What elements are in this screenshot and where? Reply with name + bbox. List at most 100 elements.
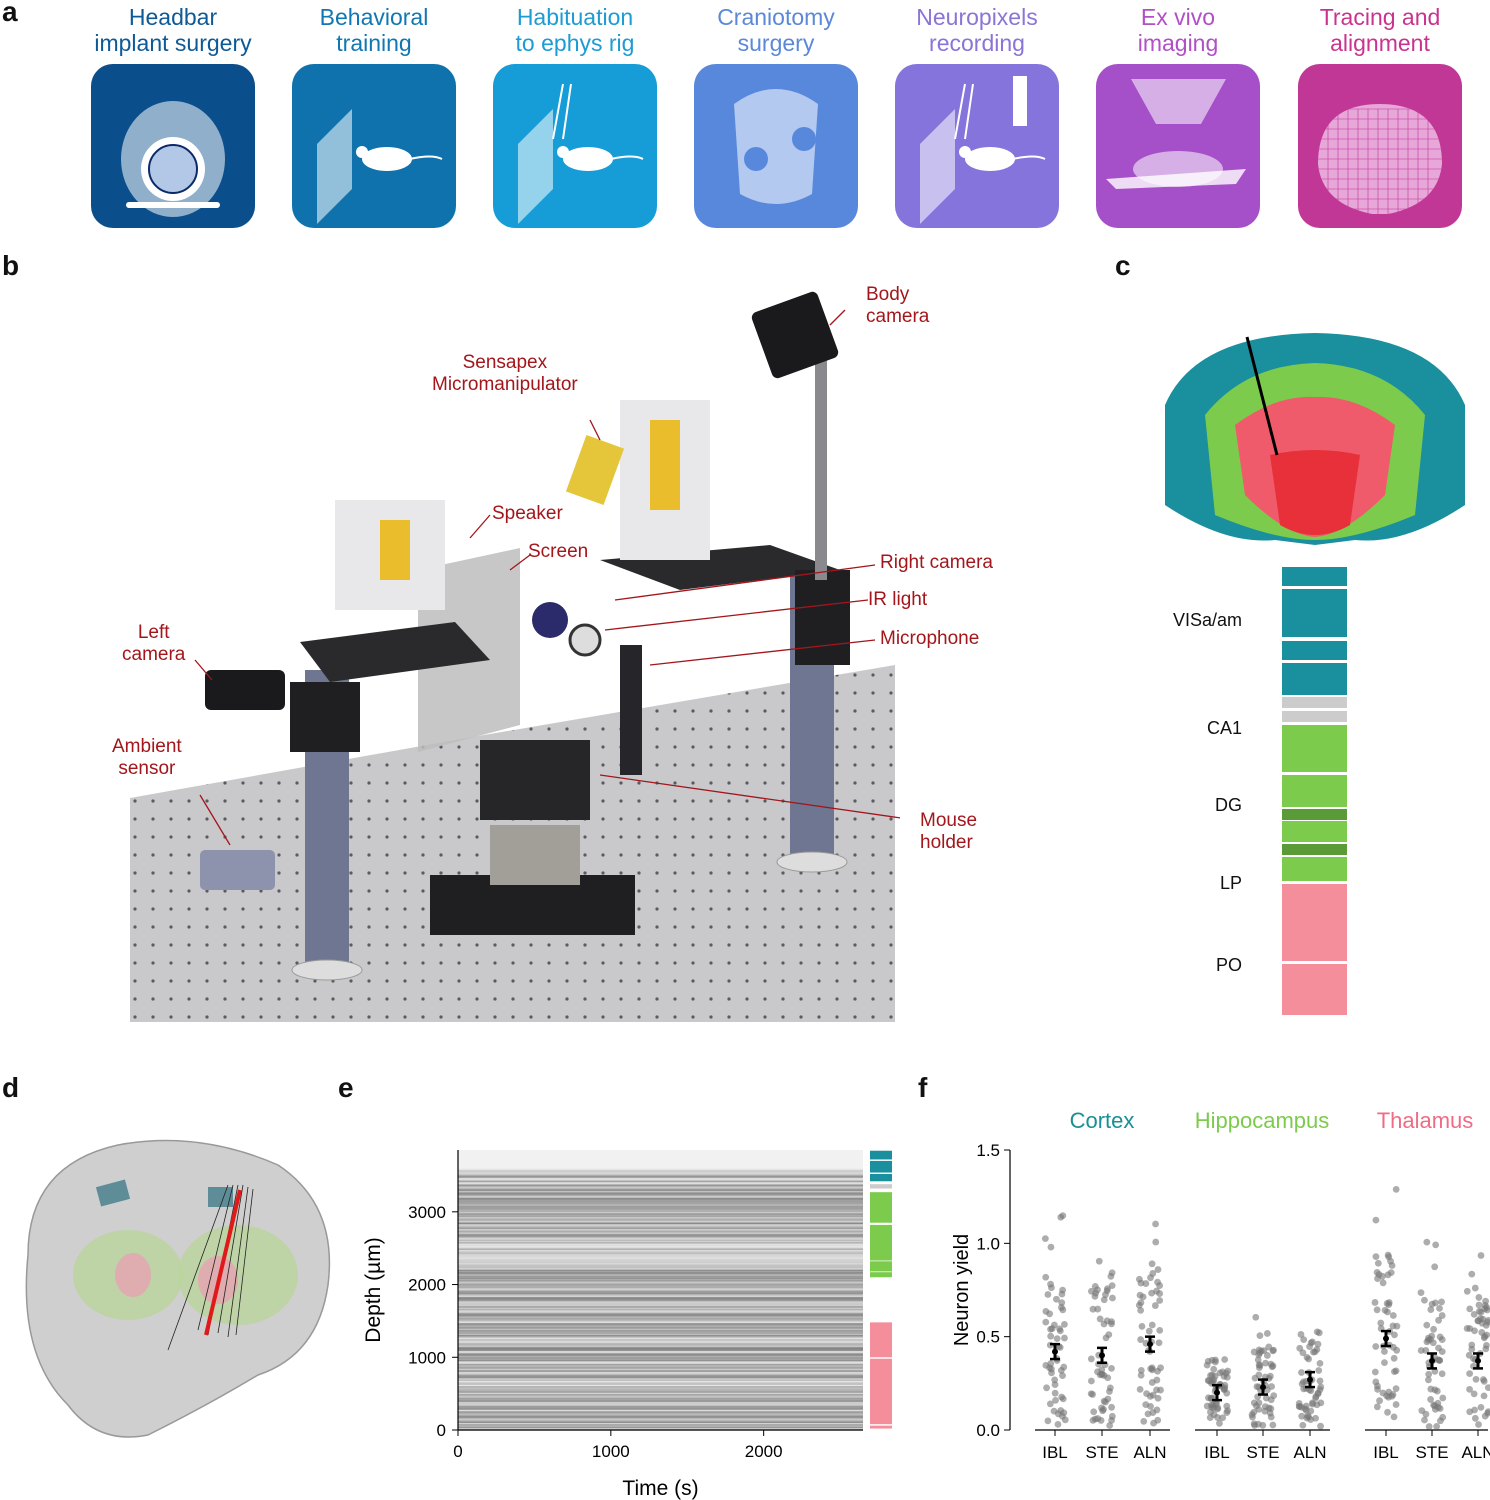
callout-right-camera: Right camera: [880, 552, 993, 573]
data-point: [1427, 1396, 1434, 1403]
data-point: [1392, 1367, 1400, 1375]
region-segment: [1282, 883, 1347, 961]
data-point: [1471, 1414, 1479, 1422]
depth-region-segment: [870, 1160, 892, 1173]
mean-marker: [1307, 1376, 1313, 1383]
data-point: [1431, 1402, 1439, 1410]
coronal-section: [1165, 333, 1465, 545]
group-title: Hippocampus: [1194, 1108, 1330, 1133]
depth-region-segment: [870, 1272, 892, 1278]
rig-illustration: [130, 291, 900, 1022]
data-point: [1438, 1348, 1446, 1355]
left-platform: [300, 622, 490, 682]
data-point: [1106, 1422, 1114, 1429]
panel-f-letter: f: [918, 1072, 928, 1103]
data-point: [1042, 1318, 1050, 1326]
data-point: [1299, 1421, 1307, 1429]
data-point: [1475, 1421, 1482, 1428]
data-point: [1087, 1355, 1095, 1363]
lab-label: STE: [1415, 1443, 1448, 1462]
y-tick-label: 1.5: [976, 1141, 1000, 1160]
data-point: [1307, 1387, 1315, 1395]
region-segment: [1282, 640, 1347, 660]
data-point: [1047, 1332, 1055, 1340]
data-point: [1251, 1422, 1258, 1429]
data-point: [1255, 1371, 1263, 1379]
data-point: [1381, 1306, 1389, 1314]
data-point: [1053, 1335, 1061, 1343]
data-point: [1087, 1377, 1095, 1385]
data-point: [1393, 1322, 1401, 1330]
data-point: [1478, 1329, 1486, 1336]
data-point: [1054, 1410, 1062, 1418]
data-point: [1058, 1299, 1066, 1307]
data-point: [1392, 1185, 1400, 1193]
data-point: [1304, 1412, 1312, 1420]
data-point: [1381, 1348, 1388, 1355]
data-point: [1048, 1365, 1055, 1373]
data-point: [1299, 1349, 1307, 1357]
data-point: [1437, 1417, 1444, 1425]
data-point: [1095, 1257, 1103, 1265]
x-tick-label: 2000: [745, 1442, 783, 1461]
region-segment: [1282, 696, 1347, 708]
data-point: [1156, 1297, 1164, 1304]
region-segment: [1282, 843, 1347, 855]
data-point: [1262, 1394, 1270, 1402]
data-point: [1417, 1347, 1425, 1354]
data-point: [1100, 1320, 1108, 1328]
headbar-icon: [91, 64, 255, 228]
data-point: [1269, 1421, 1277, 1429]
depth-region-segment: [870, 1322, 892, 1358]
data-point: [1418, 1407, 1426, 1415]
data-point: [1431, 1263, 1439, 1271]
data-point: [1475, 1307, 1483, 1315]
data-point: [1477, 1252, 1485, 1259]
panel-d-letter: d: [2, 1072, 20, 1103]
data-point: [1051, 1376, 1059, 1384]
data-point: [1108, 1403, 1115, 1411]
data-point: [1390, 1354, 1398, 1362]
data-point: [1060, 1363, 1068, 1371]
data-point: [1050, 1321, 1058, 1329]
data-point: [1157, 1364, 1164, 1372]
data-point: [1136, 1385, 1144, 1393]
region-label: CA1: [1206, 718, 1242, 738]
data-point: [1210, 1411, 1218, 1418]
region-segment: [1282, 856, 1347, 881]
data-point: [1470, 1390, 1478, 1398]
data-point: [1421, 1296, 1428, 1304]
data-point: [1047, 1360, 1055, 1367]
data-point: [1096, 1315, 1104, 1323]
y-tick-label: 1000: [408, 1348, 446, 1367]
data-point: [1155, 1339, 1163, 1347]
depth-region-segment: [870, 1358, 892, 1425]
data-point: [1477, 1403, 1485, 1411]
data-point: [1157, 1386, 1164, 1394]
data-point: [1313, 1401, 1321, 1409]
data-point: [1436, 1304, 1443, 1312]
data-point: [1438, 1312, 1446, 1319]
data-point: [1056, 1325, 1063, 1333]
data-point: [1137, 1371, 1145, 1379]
data-point: [1061, 1416, 1069, 1424]
data-point: [1046, 1310, 1054, 1318]
region-segment: [1282, 963, 1347, 1015]
data-point: [1425, 1423, 1433, 1430]
data-point: [1108, 1320, 1115, 1328]
region-segment: [1282, 725, 1347, 772]
data-point: [1219, 1414, 1227, 1422]
data-point: [1156, 1326, 1164, 1334]
data-point: [1417, 1289, 1425, 1297]
panel-e-letter: e: [338, 1072, 354, 1103]
